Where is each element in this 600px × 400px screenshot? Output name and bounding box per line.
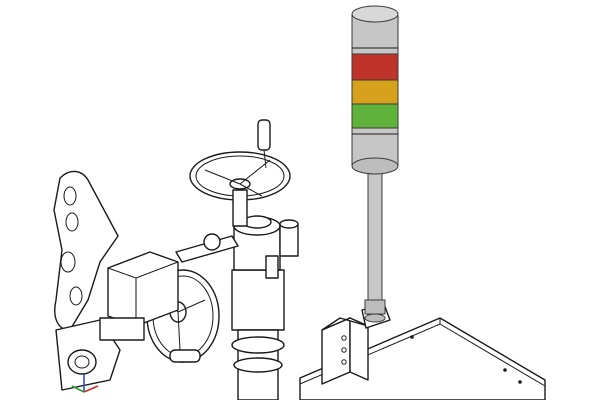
tower-light-yellow (351, 79, 399, 105)
signal-tower-icon (351, 5, 399, 175)
signal-tower-pole (364, 169, 386, 323)
gearbox-block (107, 233, 239, 327)
handwheel-icon (189, 119, 291, 227)
tower-mounting-bracket (321, 303, 391, 385)
pivot-arm-assembly (53, 170, 145, 391)
axis-triad-icon (71, 374, 99, 393)
spindle-housing (231, 215, 299, 400)
tower-light-red (351, 53, 399, 81)
tower-light-green (351, 103, 399, 129)
